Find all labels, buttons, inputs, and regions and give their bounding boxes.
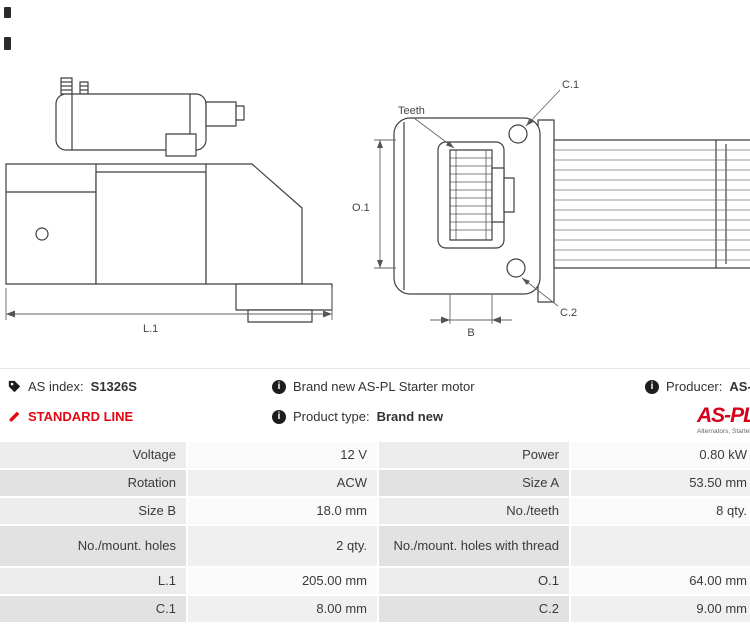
as-pl-logo-text: AS-PL: [697, 404, 750, 427]
spec-value: 8 qty.: [571, 498, 750, 524]
product-type-value: Brand new: [376, 409, 444, 424]
cropped-icon: [4, 37, 11, 50]
info-icon[interactable]: i: [272, 379, 286, 394]
dim-label-c1: C.1: [562, 79, 579, 91]
spec-label: No./mount. holes: [0, 526, 186, 566]
product-info-bar: AS index: S1326S i Brand new AS-PL Start…: [0, 368, 750, 441]
spec-value: 64.00 mm: [571, 568, 750, 594]
info-icon[interactable]: i: [272, 409, 286, 424]
producer-label: Producer:: [666, 379, 723, 394]
spec-label: C.1: [0, 596, 186, 622]
standard-line-label: STANDARD LINE: [28, 409, 134, 424]
info-icon[interactable]: i: [645, 379, 659, 394]
starter-side-view-drawing: L.1: [5, 77, 333, 335]
dim-label-teeth: Teeth: [398, 105, 425, 117]
dim-label-b: B: [467, 327, 474, 339]
dim-label-l1: L.1: [143, 323, 158, 335]
as-index-label: AS index:: [28, 379, 84, 394]
as-index-value: S1326S: [90, 379, 137, 394]
spec-value: 2 qty.: [188, 526, 377, 566]
spec-value: 8.00 mm: [188, 596, 377, 622]
spec-value: 18.0 mm: [188, 498, 377, 524]
product-type-label: Product type:: [293, 409, 370, 424]
spec-label: Size A: [379, 470, 569, 496]
spec-label: C.2: [379, 596, 569, 622]
dim-label-o1: O.1: [352, 202, 370, 214]
spec-value: 0.80 kW: [571, 442, 750, 468]
standard-line-icon: [8, 410, 21, 423]
spec-label: No./mount. holes with thread: [379, 526, 569, 566]
dim-label-c2: C.2: [560, 307, 577, 319]
spec-label: Power: [379, 442, 569, 468]
producer-item: i Producer: AS-PL: [645, 379, 750, 394]
standard-line-item: STANDARD LINE: [8, 409, 133, 424]
spec-label: L.1: [0, 568, 186, 594]
as-index-item: AS index: S1326S: [8, 379, 137, 394]
spec-label: Rotation: [0, 470, 186, 496]
spec-value: [571, 526, 750, 566]
producer-value: AS-PL: [729, 379, 750, 394]
spec-value: 53.50 mm: [571, 470, 750, 496]
spec-value: 205.00 mm: [188, 568, 377, 594]
spec-label: O.1: [379, 568, 569, 594]
starter-flange-view-drawing: Teeth O.1 C.1 C.2 B: [352, 79, 750, 339]
spec-label: Size B: [0, 498, 186, 524]
as-pl-logo-tagline: Alternators, Starters & ...: [697, 428, 750, 435]
brand-new-item: i Brand new AS-PL Starter motor: [272, 379, 475, 394]
spec-value: 9.00 mm: [571, 596, 750, 622]
spec-label: Voltage: [0, 442, 186, 468]
spec-value: ACW: [188, 470, 377, 496]
tag-icon: [8, 380, 21, 393]
as-pl-logo: AS-PL Alternators, Starters & ...: [697, 404, 750, 436]
cropped-icon: [4, 7, 11, 18]
spec-label: No./teeth: [379, 498, 569, 524]
brand-new-text: Brand new AS-PL Starter motor: [293, 379, 475, 394]
spec-value: 12 V: [188, 442, 377, 468]
product-type-item: i Product type: Brand new: [272, 409, 443, 424]
spec-table: Voltage 12 V Power 0.80 kW Rotation ACW …: [0, 442, 750, 622]
